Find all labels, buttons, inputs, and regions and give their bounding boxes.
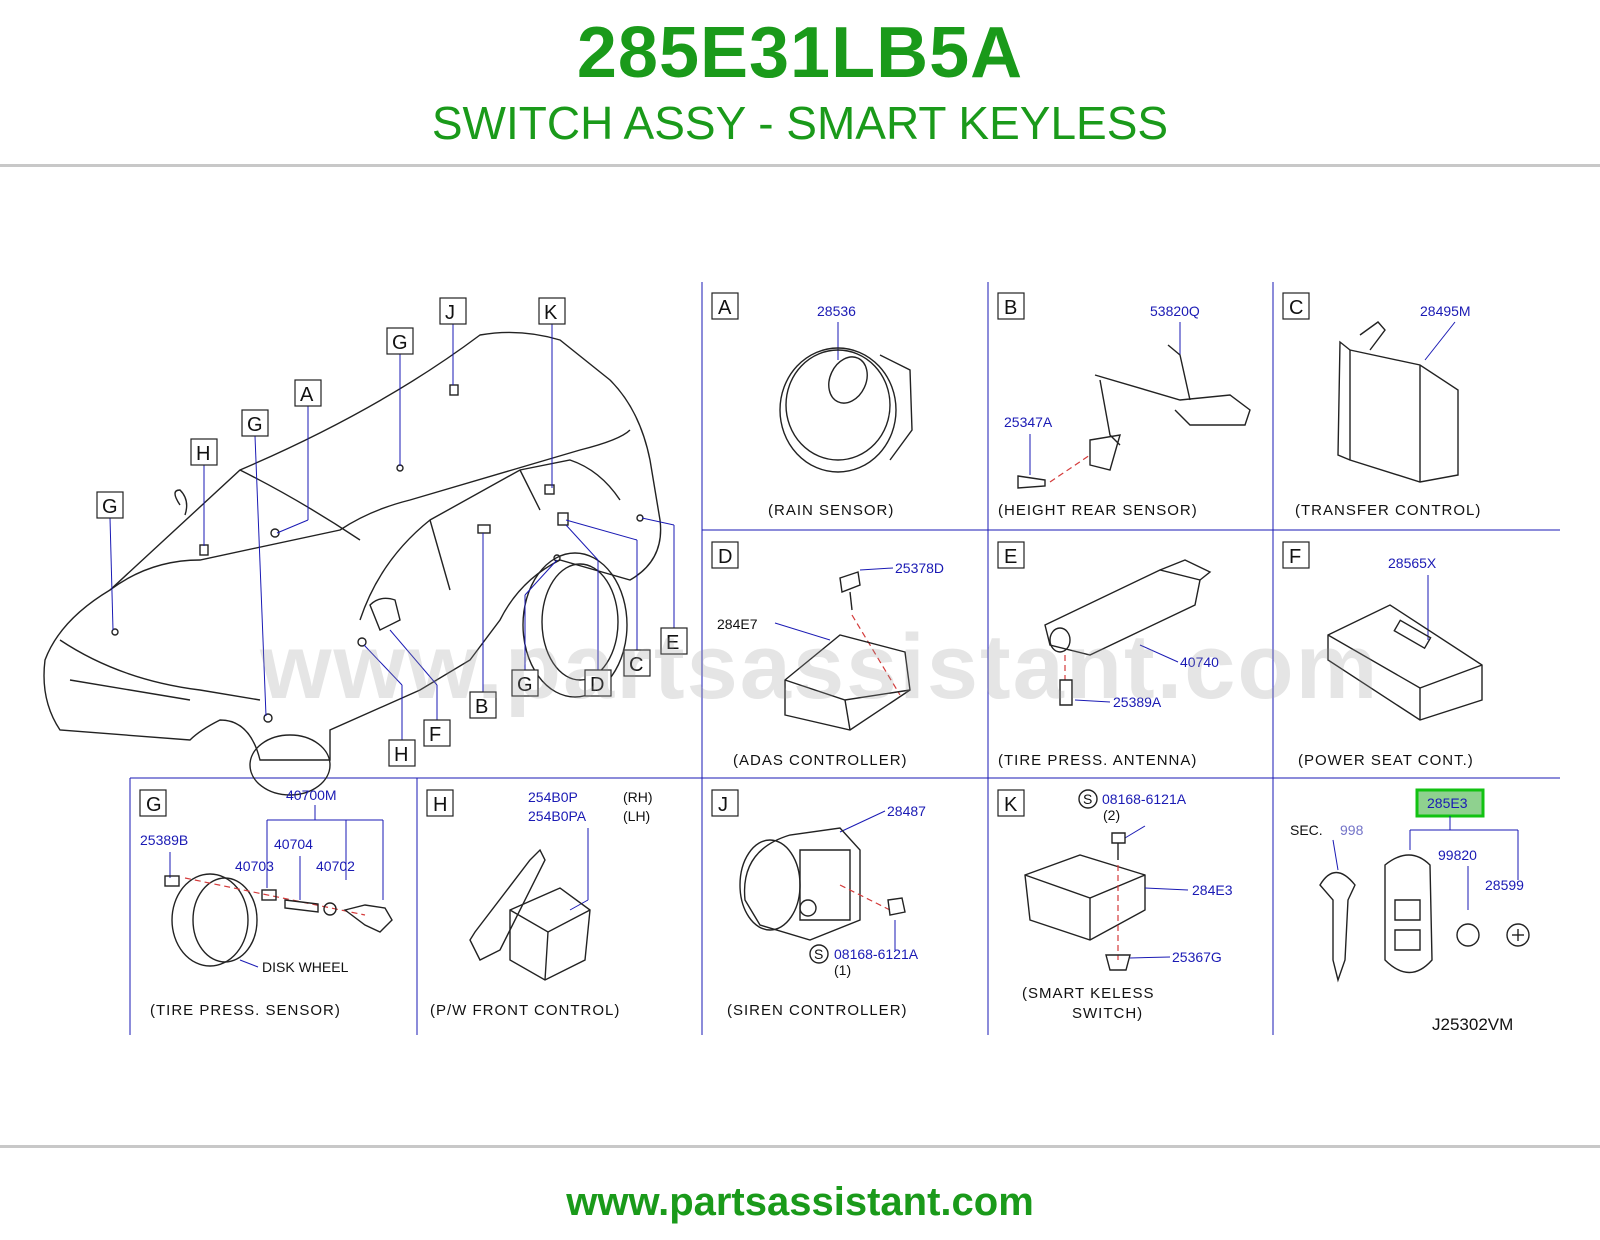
callout-E: E (666, 632, 679, 654)
part-25389A: 25389A (1113, 694, 1162, 710)
part-284E3-K: 284E3 (1192, 882, 1233, 898)
panel-B-letter: B (1004, 297, 1017, 319)
part-40702: 40702 (316, 858, 355, 874)
panel-D: D 25378D 284E7 (ADAS CONTROLLER) (711, 541, 944, 769)
s-mark-K: S (1083, 791, 1092, 807)
panel-F-caption: (POWER SEAT CONT.) (1298, 752, 1474, 769)
callout-F: F (429, 724, 441, 746)
callout-G-roof: G (392, 332, 408, 354)
panel-E: E 40740 25389A (TIRE PRESS. ANTENNA) (997, 541, 1219, 769)
part-40703: 40703 (235, 858, 274, 874)
part-28495M: 28495M (1420, 303, 1471, 319)
callout-B: B (475, 696, 488, 718)
side-LH: (LH) (623, 808, 650, 824)
sec-label: SEC. (1290, 822, 1323, 838)
part-08168-6121A-J: 08168-6121A (834, 946, 919, 962)
overview-callouts: J K G A H G G E C D G B F H (96, 297, 688, 767)
panel-K-caption-line1: (SMART KELESS (1022, 985, 1155, 1002)
part-40700M: 40700M (286, 787, 337, 803)
callout-K: K (544, 302, 558, 324)
header-divider (0, 164, 1600, 167)
callout-D: D (590, 674, 604, 696)
panel-G-caption: (TIRE PRESS. SENSOR) (150, 1002, 341, 1019)
callout-G-hood: G (102, 496, 118, 518)
panel-G: G 40700M 25389B 40704 40703 40702 DISK W… (139, 787, 393, 1019)
panel-J-letter: J (718, 794, 728, 816)
callout-A: A (300, 384, 314, 406)
callout-G-windshield: G (247, 414, 263, 436)
header: 285E31LB5A SWITCH ASSY - SMART KEYLESS (0, 0, 1600, 170)
callout-J: J (445, 302, 455, 324)
overview-leaders (109, 324, 675, 740)
panel-J: J 28487 S 08168-6121A (1) (SIREN CONTROL… (711, 789, 926, 1019)
footer-url[interactable]: www.partsassistant.com (566, 1180, 1034, 1224)
diagram-code: J25302VM (1432, 1015, 1513, 1034)
panel-key: 285E3 SEC. 998 99820 28599 J25302VM (1290, 788, 1530, 1034)
part-254B0PA: 254B0PA (528, 808, 587, 824)
part-28599: 28599 (1485, 877, 1524, 893)
callout-H-bottom: H (394, 744, 408, 766)
panel-D-caption: (ADAS CONTROLLER) (733, 752, 908, 769)
part-285E3-highlight: 285E3 (1427, 795, 1468, 811)
part-number-title: 285E31LB5A (576, 13, 1024, 93)
panel-K-caption-line2: SWITCH) (1072, 1005, 1143, 1022)
vehicle-overview (43, 331, 662, 796)
panel-C-letter: C (1289, 297, 1303, 319)
panel-A-caption: (RAIN SENSOR) (768, 502, 894, 519)
panel-B: B 53820Q 25347A (HEIGHT REAR SENSOR) (997, 292, 1251, 519)
part-25389B: 25389B (140, 832, 188, 848)
panel-grid (129, 282, 1560, 1035)
panel-G-letter: G (146, 794, 162, 816)
part-28565X: 28565X (1388, 555, 1437, 571)
part-53820Q: 53820Q (1150, 303, 1200, 319)
panel-A-letter: A (718, 297, 732, 319)
part-40704: 40704 (274, 836, 313, 852)
qty-2: (2) (1103, 807, 1120, 823)
panel-J-caption: (SIREN CONTROLLER) (727, 1002, 908, 1019)
part-name-subtitle: SWITCH ASSY - SMART KEYLESS (431, 97, 1169, 149)
part-25367G: 25367G (1172, 949, 1222, 965)
panel-H-letter: H (433, 794, 447, 816)
highlight-285E3-box (1415, 788, 1485, 818)
callout-C: C (629, 654, 643, 676)
panel-H-caption: (P/W FRONT CONTROL) (430, 1002, 620, 1019)
panel-E-caption: (TIRE PRESS. ANTENNA) (998, 752, 1197, 769)
part-254B0P: 254B0P (528, 789, 578, 805)
footer-divider (0, 1145, 1600, 1148)
part-99820: 99820 (1438, 847, 1477, 863)
sec-number: 998 (1340, 822, 1364, 838)
panel-F-letter: F (1289, 546, 1301, 568)
qty-1: (1) (834, 962, 851, 978)
part-28536: 28536 (817, 303, 856, 319)
part-25378D: 25378D (895, 560, 944, 576)
panel-E-letter: E (1004, 546, 1017, 568)
side-RH: (RH) (623, 789, 653, 805)
panel-K-letter: K (1004, 794, 1018, 816)
part-40740: 40740 (1180, 654, 1219, 670)
part-28487: 28487 (887, 803, 926, 819)
disk-wheel-label: DISK WHEEL (262, 959, 349, 975)
panel-B-caption: (HEIGHT REAR SENSOR) (998, 502, 1198, 519)
callout-H-top: H (196, 443, 210, 465)
s-mark-J: S (814, 946, 823, 962)
part-08168-6121A-K: 08168-6121A (1102, 791, 1187, 807)
panel-A: A 28536 (RAIN SENSOR) (711, 292, 913, 519)
panel-K: K S 08168-6121A (2) 284E3 25367G (SMART … (997, 789, 1233, 1022)
watermark: www.partsassistant.com (260, 616, 1380, 718)
callout-G-wheel: G (517, 674, 533, 696)
part-25347A: 25347A (1004, 414, 1053, 430)
panel-D-letter: D (718, 546, 732, 568)
panel-C-caption: (TRANSFER CONTROL) (1295, 502, 1481, 519)
panel-H: H 254B0P 254B0PA (RH) (LH) (P/W FRONT CO… (426, 789, 653, 1019)
panel-F: F 28565X (POWER SEAT CONT.) (1282, 541, 1483, 769)
parts-diagram: J K G A H G G E C D G B F H A 28536 (RAI… (43, 282, 1560, 1035)
panel-C: C 28495M (TRANSFER CONTROL) (1282, 292, 1481, 519)
part-284E7: 284E7 (717, 616, 758, 632)
